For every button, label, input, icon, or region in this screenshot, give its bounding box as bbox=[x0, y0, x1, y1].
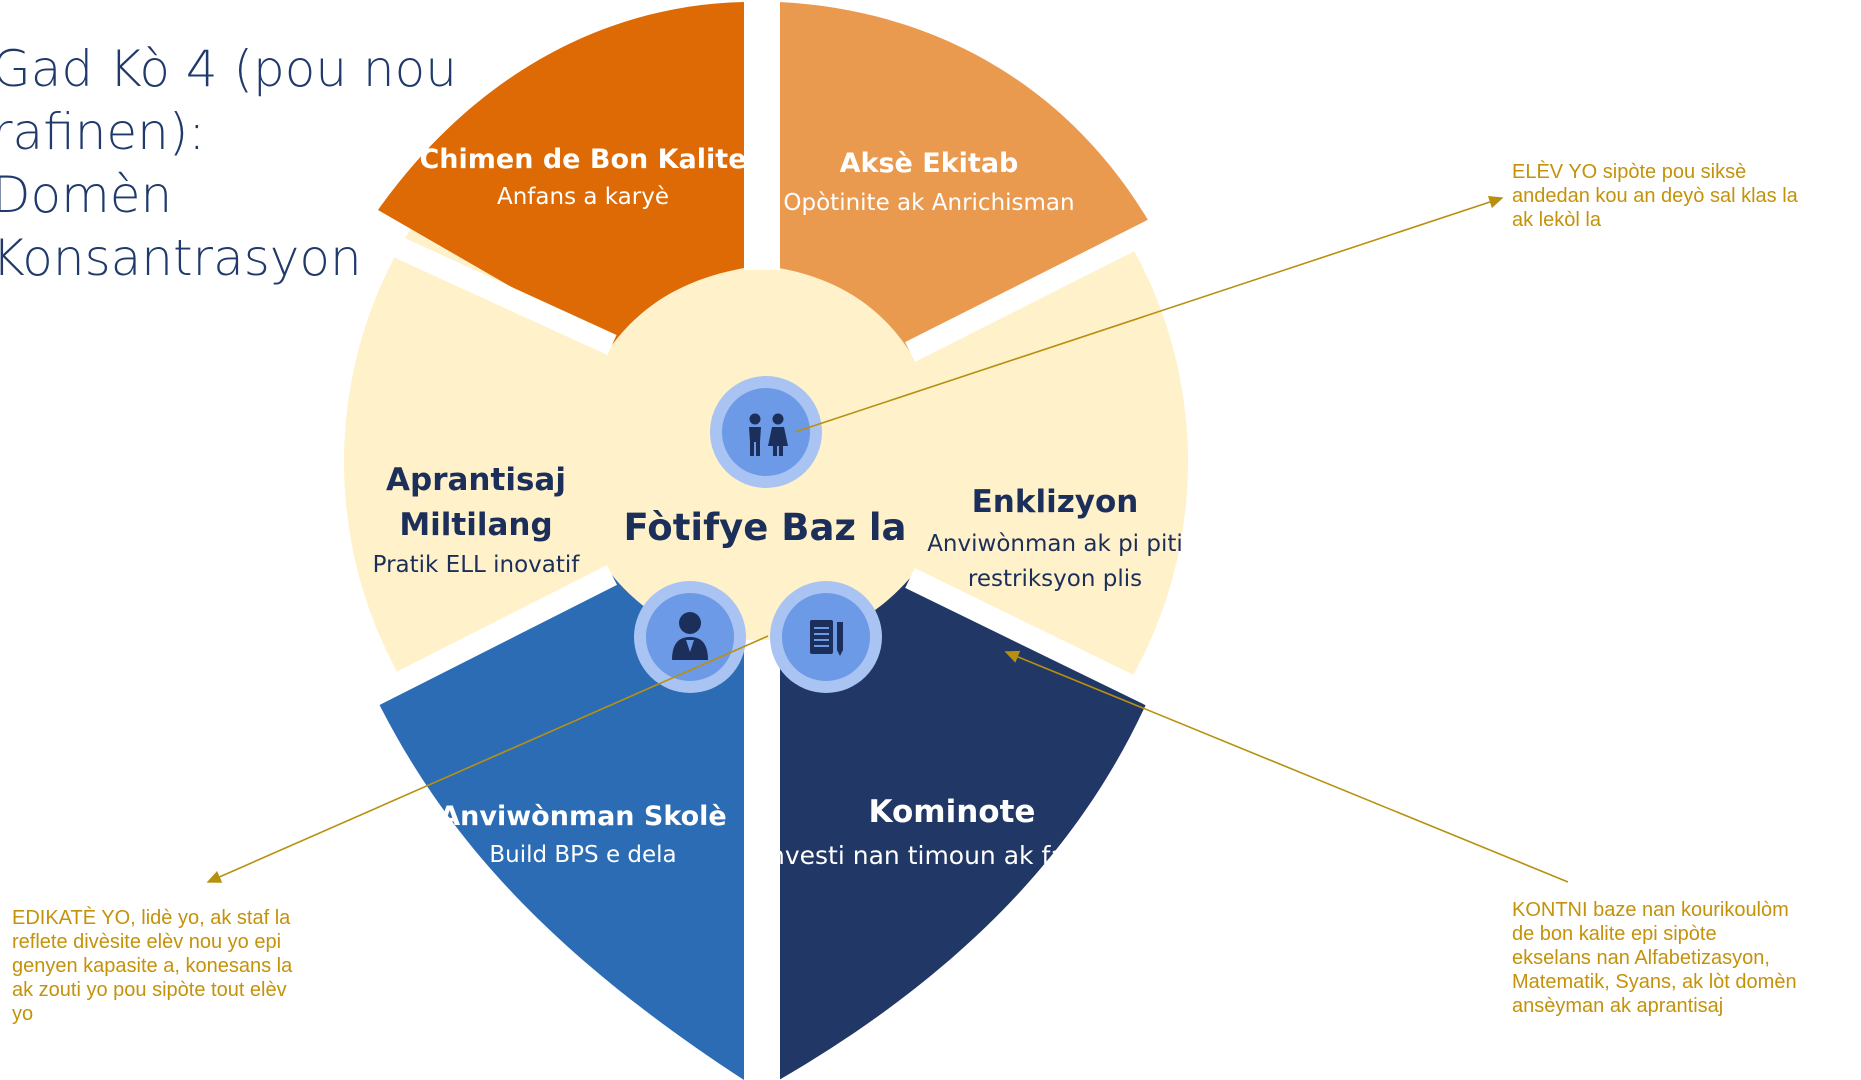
title-line: Domèn bbox=[0, 166, 173, 224]
title-line: Konsantrasyon bbox=[0, 229, 362, 287]
segment-subtitle: Opòtinite ak Anrichisman bbox=[783, 190, 1074, 216]
note-educators: EDIKATÈ YO, lidè yo, ak staf la reflete … bbox=[12, 906, 292, 1026]
segment-title: Chimen de Bon Kalite bbox=[419, 144, 746, 175]
note-content: KONTNI baze nan kourikoulòm de bon kalit… bbox=[1512, 898, 1797, 1018]
center-label: Fòtifye Baz la bbox=[624, 506, 907, 549]
students-icon bbox=[710, 376, 822, 488]
callout-line-students bbox=[794, 195, 1504, 433]
segment-subtitle-line: Anviwònman ak pi piti bbox=[927, 531, 1183, 557]
segment-subtitle: Pratik ELL inovatif bbox=[373, 552, 581, 578]
note-students: ELÈV YO sipòte pou siksè andedan kou an … bbox=[1512, 160, 1798, 232]
segment-subtitle: Envesti nan timoun ak fanmi yo bbox=[753, 841, 1151, 870]
note-line: ak lekòl la bbox=[1512, 209, 1601, 231]
title-line: rafinen): bbox=[0, 103, 206, 161]
document-pencil-icon bbox=[770, 581, 882, 693]
callout-line-content bbox=[1004, 650, 1569, 883]
note-line: EDIKATÈ YO, lidè yo, ak staf la bbox=[12, 907, 291, 929]
segment-title: Aksè Ekitab bbox=[840, 148, 1019, 179]
divider bbox=[360, 221, 617, 356]
note-line: ak zouti yo pou sipòte tout elèv bbox=[12, 979, 287, 1001]
note-line: genyen kapasite a, konesans la bbox=[12, 955, 293, 977]
segment-subtitle: Anfans a karyè bbox=[497, 184, 669, 210]
segment-subtitle: Build BPS e dela bbox=[489, 842, 676, 868]
note-line: yo bbox=[12, 1003, 34, 1025]
segment-akse-ekitab bbox=[779, 2, 1148, 352]
divider bbox=[360, 565, 617, 710]
segment-subtitle-line: restriksyon plis bbox=[968, 566, 1142, 592]
note-line: KONTNI baze nan kourikoulòm bbox=[1512, 899, 1789, 921]
title-line: Gad Kò 4 (pou nou bbox=[0, 40, 457, 98]
note-line: reflete divèsite elèv nou yo epi bbox=[12, 931, 282, 953]
note-line: ansèyman ak aprantisaj bbox=[1512, 995, 1724, 1017]
educator-icon bbox=[634, 581, 746, 693]
note-line: ELÈV YO sipòte pou siksè bbox=[1512, 161, 1747, 183]
note-line: ekselans nan Alfabetizasyon, bbox=[1512, 947, 1770, 969]
segment-title: Kominote bbox=[869, 794, 1036, 830]
segment-title: Enklizyon bbox=[972, 484, 1139, 520]
callout-line-educators bbox=[206, 635, 769, 883]
segment-chimen-de-bon-kalite bbox=[378, 2, 744, 345]
divider bbox=[905, 216, 1165, 362]
note-line: Matematik, Syans, ak lòt domèn bbox=[1512, 971, 1797, 993]
segment-anviwonman-skole bbox=[378, 575, 744, 1080]
divider bbox=[905, 568, 1165, 710]
segment-kominote bbox=[779, 578, 1148, 1080]
note-line: de bon kalite epi sipòte bbox=[1512, 923, 1717, 945]
note-line: andedan kou an deyò sal klas la bbox=[1512, 185, 1798, 207]
slide-title: Gad Kò 4 (pou nou rafinen): Domèn Konsan… bbox=[0, 38, 457, 290]
segment-title: Anviwònman Skolè bbox=[439, 801, 726, 832]
segment-title-line: Miltilang bbox=[399, 507, 552, 543]
segment-title-line: Aprantisaj bbox=[386, 462, 566, 498]
